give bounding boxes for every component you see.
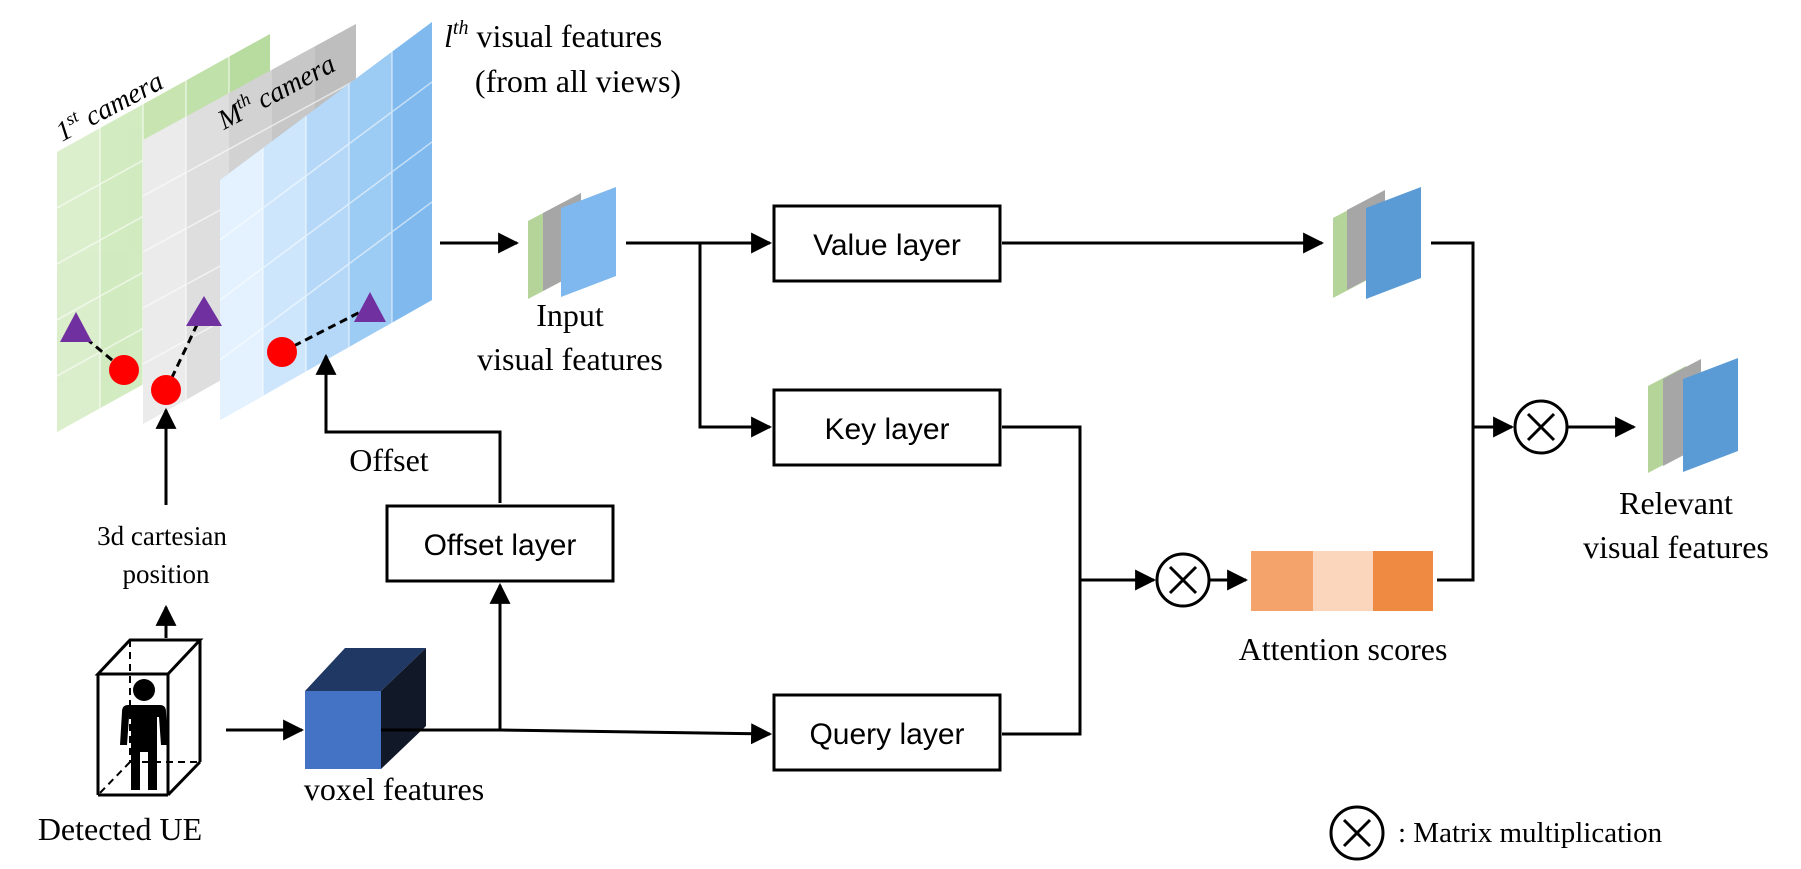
- relevant-features-label-line2: visual features: [1583, 529, 1769, 565]
- attention-to-multiply-connector: [1437, 427, 1475, 582]
- matmul-node-2: [1513, 399, 1569, 455]
- voxel-cube: [305, 648, 426, 769]
- arrow-to-key-layer: [698, 243, 773, 438]
- key-layer-box: Key layer: [772, 388, 1002, 467]
- attention-scores-bar: [1251, 551, 1433, 611]
- offset-label: Offset: [349, 442, 429, 478]
- input-features-label-line1: Input: [536, 297, 604, 333]
- lth-features-label: lth visual features: [444, 17, 662, 54]
- camera-stack: 1st camera Mth camera: [51, 22, 432, 432]
- sampling-point-marker: [354, 292, 386, 322]
- arrow-offset-to-camera: [315, 353, 502, 503]
- lth-features-subtitle: (from all views): [475, 63, 681, 99]
- projection-markers: [60, 292, 386, 405]
- sampling-point-marker: [186, 296, 222, 326]
- voxel-features-label: voxel features: [304, 771, 484, 807]
- sampling-point-marker: [60, 312, 92, 342]
- legend-label: : Matrix multiplication: [1398, 817, 1663, 849]
- value-layer-box: Value layer: [772, 204, 1002, 283]
- multiply-icon: [1329, 805, 1385, 861]
- query-layer-label: Query layer: [809, 718, 964, 751]
- relevant-features-stack: [1648, 358, 1738, 473]
- cartesian-label-line2: position: [122, 559, 210, 589]
- attention-score-cell: [1373, 551, 1433, 611]
- arrow-voxel-to-query-layer: [499, 723, 773, 745]
- matmul-node-1: [1155, 552, 1211, 608]
- matmul-legend: : Matrix multiplication: [1329, 805, 1663, 861]
- dashed-offset-line: [281, 305, 371, 354]
- detected-ue-box: [94, 638, 204, 797]
- key-layer-label: Key layer: [824, 413, 949, 446]
- person-icon: [120, 679, 168, 790]
- value-layer-label: Value layer: [813, 229, 961, 262]
- query-layer-box: Query layer: [772, 693, 1002, 772]
- offset-layer-label: Offset layer: [424, 529, 577, 562]
- attention-score-cell: [1251, 551, 1313, 611]
- reference-point-marker: [109, 355, 139, 385]
- input-features-stack: [528, 187, 616, 299]
- value-to-multiply-connector: [1431, 241, 1475, 427]
- offset-layer-box: Offset layer: [385, 504, 615, 583]
- cartesian-label-line1: 3d cartesian: [97, 521, 227, 551]
- value-output-stack: [1333, 187, 1421, 299]
- reference-point-marker: [151, 375, 181, 405]
- key-query-merge-connector: [1002, 425, 1082, 736]
- detected-ue-label: Detected UE: [38, 811, 202, 847]
- attention-score-cell: [1313, 551, 1373, 611]
- input-features-label-line2: visual features: [477, 341, 663, 377]
- reference-point-marker: [267, 337, 297, 367]
- attention-scores-label: Attention scores: [1239, 631, 1448, 667]
- relevant-features-label-line1: Relevant: [1619, 485, 1733, 521]
